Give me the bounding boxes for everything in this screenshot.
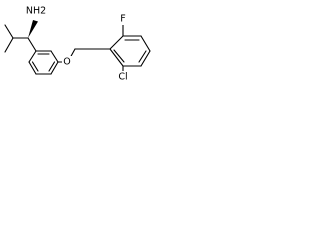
- ring-bond: [109, 48, 124, 67]
- ring-bond: [50, 50, 59, 63]
- nh2-label: NH2: [26, 6, 46, 17]
- ring-bond: [50, 61, 59, 75]
- ring-double-bond: [48, 61, 56, 72]
- ring-bond: [28, 50, 37, 63]
- ring-bond: [28, 61, 37, 75]
- phenyl-ring: [28, 50, 59, 75]
- atom-label-nh2: NH2: [26, 5, 46, 17]
- bond-stereocenter-ring: [27, 37, 37, 52]
- bond-methyl-a: [4, 24, 14, 39]
- ring-double-bond: [113, 49, 125, 63]
- chemical-structure: NH2 O F Cl: [4, 5, 151, 83]
- ring-double-bond: [138, 50, 147, 63]
- ring-double-bond: [31, 61, 39, 72]
- ring-bond: [140, 50, 151, 67]
- ring-bond: [109, 35, 124, 50]
- isopropyl-group: [4, 24, 29, 53]
- atom-label-chlorine: Cl: [114, 71, 132, 83]
- stereo-wedge-bond: [28, 20, 38, 38]
- fluorine-label: F: [120, 14, 125, 25]
- atom-label-fluorine: F: [118, 13, 128, 25]
- halophenyl-ring: [109, 35, 151, 67]
- bond-methyl-b: [4, 37, 14, 53]
- oxygen-label: O: [63, 57, 70, 68]
- ring-bond: [140, 35, 151, 52]
- chlorine-label: Cl: [118, 72, 127, 83]
- atom-label-oxygen: O: [62, 56, 72, 68]
